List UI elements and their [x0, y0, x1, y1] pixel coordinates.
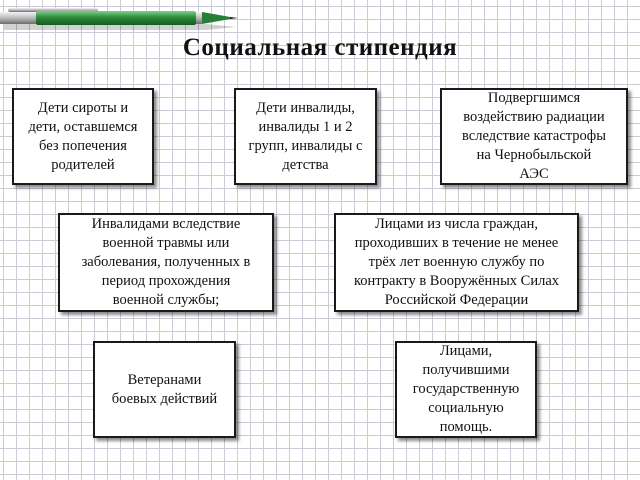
- category-label: Лицами из числа граждан, проходивших в т…: [353, 216, 560, 308]
- pen-icon: [0, 8, 238, 30]
- category-box-disabled-children: Дети инвалиды, инвалиды 1 и 2 групп, инв…: [234, 88, 377, 185]
- category-box-veterans: Ветеранами боевых действий: [93, 341, 236, 438]
- category-label: Инвалидами вследствие военной травмы или…: [81, 216, 251, 308]
- category-box-military-injury: Инвалидами вследствие военной травмы или…: [58, 213, 274, 312]
- category-box-orphans: Дети сироты и дети, оставшемся без попеч…: [12, 88, 154, 185]
- category-box-social-aid: Лицами, получившими государственную соци…: [395, 341, 537, 438]
- page-title: Социальная стипендия: [182, 34, 458, 61]
- category-box-contract-service: Лицами из числа граждан, проходивших в т…: [334, 213, 579, 312]
- category-label: Дети инвалиды, инвалиды 1 и 2 групп, инв…: [248, 99, 363, 173]
- category-label: Ветеранами боевых действий: [111, 371, 218, 407]
- category-box-chernobyl: Подвергшимся воздействию радиации вследс…: [440, 88, 628, 185]
- category-label: Дети сироты и дети, оставшемся без попеч…: [28, 99, 138, 173]
- category-label: Лицами, получившими государственную соци…: [412, 343, 520, 435]
- category-label: Подвергшимся воздействию радиации вследс…: [462, 90, 606, 182]
